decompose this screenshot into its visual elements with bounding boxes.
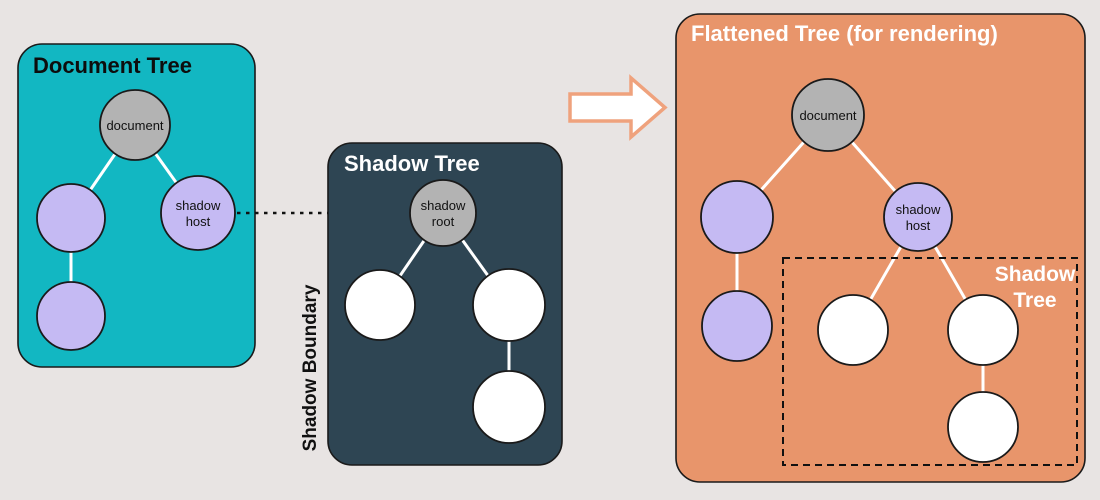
flatten-arrow-icon (568, 74, 668, 141)
shadow-host-label-line1: shadow (176, 198, 221, 213)
document-node (791, 78, 865, 152)
shadow-element-node (947, 391, 1019, 463)
shadow-host-node (883, 182, 953, 252)
shadow-element-node (344, 269, 416, 341)
document-node-label: document (799, 108, 856, 123)
shadow-tree-title: Shadow Tree (344, 151, 480, 176)
shadow-element-node (472, 268, 546, 342)
flattened-shadow-tree-label-line2: Tree (1013, 289, 1056, 312)
shadow-tree-panel: Shadow Tree shadow root (327, 142, 563, 466)
shadow-root-node (409, 179, 477, 247)
element-node (700, 180, 774, 254)
document-node-label: document (106, 118, 163, 133)
shadow-host-label-line1: shadow (896, 202, 941, 217)
document-node (99, 89, 171, 161)
shadow-host-label-line2: host (906, 218, 931, 233)
document-tree-title: Document Tree (33, 53, 192, 78)
shadow-element-node (947, 294, 1019, 366)
flattened-tree-panel: Flattened Tree (for rendering) Shadow Tr… (675, 13, 1086, 483)
shadow-element-node (817, 294, 889, 366)
document-tree-panel: Document Tree document shadow host (17, 43, 256, 368)
shadow-host-label-line2: host (186, 214, 211, 229)
shadow-element-node (472, 370, 546, 444)
flattened-tree-title: Flattened Tree (for rendering) (691, 21, 998, 46)
element-node (36, 281, 106, 351)
shadow-root-label-line2: root (432, 214, 455, 229)
element-node (36, 183, 106, 253)
element-node (701, 290, 773, 362)
shadow-boundary-label: Shadow Boundary (300, 284, 321, 451)
flattened-shadow-tree-boundary-box (782, 257, 1078, 466)
flattened-shadow-tree-label-line1: Shadow (995, 263, 1076, 286)
shadow-root-label-line1: shadow (421, 198, 466, 213)
shadow-host-node (160, 175, 236, 251)
